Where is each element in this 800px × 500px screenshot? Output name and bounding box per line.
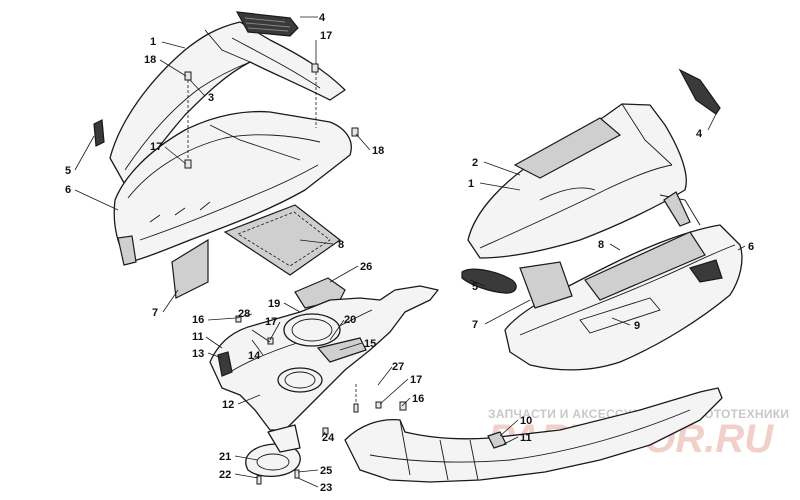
callout-2: 2: [472, 157, 478, 169]
fastener-icon: [399, 401, 407, 411]
callout-9: 9: [634, 320, 640, 332]
fasteners: [184, 63, 407, 485]
callout-4-right-vent: 4: [696, 128, 703, 140]
callout-18-mid: 18: [372, 145, 384, 157]
callout-18-top: 18: [144, 54, 156, 66]
callout-5-right: 5: [472, 281, 478, 293]
spring-icon: [251, 329, 271, 343]
callout-16-left: 16: [192, 314, 204, 326]
callout-7-right: 7: [472, 319, 478, 331]
left-belly-pan-part-6: [113, 110, 352, 266]
callout-4-left-vent: 4: [319, 12, 326, 24]
callout-23: 23: [320, 482, 332, 494]
callout-10: 10: [520, 415, 532, 427]
callout-28: 28: [238, 308, 250, 320]
fastener-icon: [322, 427, 329, 435]
right-grille-part-5: [461, 268, 517, 294]
callout-26: 26: [360, 261, 372, 273]
callout-14: 14: [248, 350, 261, 362]
right-belly-pan-part-6: [504, 191, 743, 371]
callout-6-right: 6: [748, 241, 754, 253]
callout-6-left: 6: [65, 184, 71, 196]
hole-lower: [277, 367, 323, 393]
callout-21: 21: [219, 451, 231, 463]
callout-1-left-hood: 1: [150, 36, 156, 48]
left-hood-part-1: [109, 21, 346, 191]
left-side-panel-assembly: [209, 285, 439, 431]
left-bracket-part-5: [93, 119, 105, 147]
fastener-icon: [375, 401, 382, 409]
right-hood-part-1: [467, 103, 687, 259]
callout-17-side: 17: [265, 316, 277, 328]
fastener-icon: [351, 127, 359, 137]
callout-25: 25: [320, 465, 332, 477]
callout-19: 19: [268, 298, 280, 310]
fastener-icon: [294, 469, 300, 479]
fastener-icon: [184, 159, 192, 169]
callout-7-left: 7: [152, 307, 158, 319]
left-vent-grille-part-4: [235, 11, 299, 37]
callout-5-left: 5: [65, 165, 71, 177]
callout-27: 27: [392, 361, 404, 373]
callout-15: 15: [364, 338, 376, 350]
left-panel-part-7: [171, 238, 209, 299]
right-vent-grille-part-4: [678, 68, 721, 115]
bottom-skid-plate: [344, 387, 723, 483]
callout-16-lower: 16: [412, 393, 424, 405]
callout-17-lower: 17: [410, 374, 422, 386]
callout-8-right: 8: [598, 239, 604, 251]
callout-13: 13: [192, 348, 204, 360]
callout-11-right: 11: [520, 432, 532, 444]
fastener-icon: [235, 315, 242, 323]
callout-22: 22: [219, 469, 231, 481]
callout-11-left: 11: [192, 331, 204, 343]
callout-24: 24: [322, 432, 335, 444]
callout-1-right-hood: 1: [468, 178, 474, 190]
leader-lines: [74, 16, 746, 488]
fastener-icon: [311, 63, 319, 73]
callout-8-left: 8: [338, 239, 344, 251]
bottom-duct-part-21: [245, 424, 301, 477]
fastener-icon: [353, 403, 359, 413]
fastener-icon: [256, 475, 262, 485]
callout-17-mid: 17: [150, 141, 162, 153]
callout-labels: 1 18 4 17 3 17 18 5 6 8 26 7 16 28 19 17…: [65, 12, 754, 494]
left-pad-part-8: [223, 204, 342, 276]
callout-12: 12: [222, 399, 234, 411]
callout-3: 3: [208, 92, 214, 104]
right-panel-part-7: [519, 261, 573, 309]
callout-20: 20: [344, 314, 356, 326]
callout-17-top: 17: [320, 30, 332, 42]
